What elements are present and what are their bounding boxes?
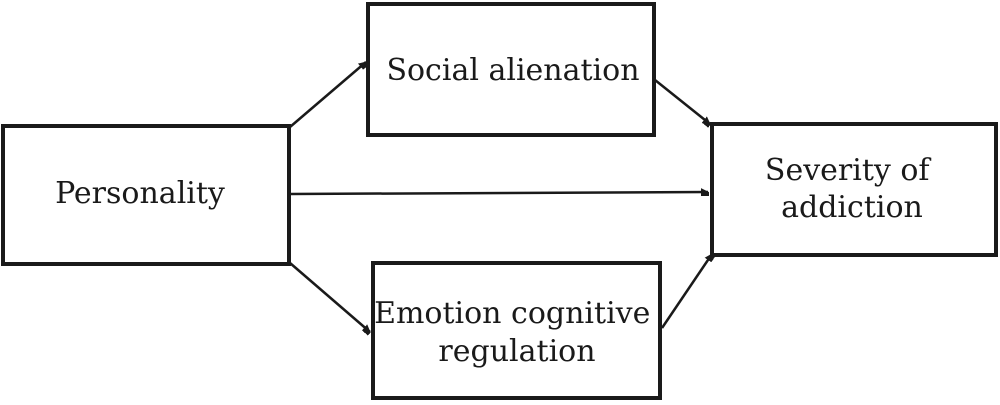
node-severity-label: Severity of addiction	[765, 153, 939, 225]
node-severity-box	[710, 122, 998, 257]
node-severity-label-line-2: addiction	[781, 190, 923, 225]
edge-social-alienation-to-severity	[654, 79, 710, 124]
node-severity-label-line-1: Severity of	[765, 153, 932, 188]
edge-personality-to-severity	[289, 192, 708, 194]
edge-emotion-regulation-to-severity	[660, 254, 712, 329]
node-social-alienation-label: Social alienation	[386, 53, 639, 88]
node-severity: Severity of addiction	[710, 122, 998, 257]
node-personality-label: Personality	[55, 176, 225, 211]
node-social-alienation-box	[366, 2, 656, 137]
edge-personality-to-emotion-regulation	[289, 262, 370, 332]
node-personality: Personality	[1, 124, 291, 266]
node-social-alienation: Social alienation	[366, 2, 656, 137]
edges	[289, 62, 712, 332]
node-emotion-regulation-label: Emotion cognitive regulation	[374, 296, 660, 369]
node-personality-label-line: Personality	[55, 176, 225, 211]
node-emotion-regulation-label-line-2: regulation	[438, 334, 595, 369]
node-social-alienation-label-line: Social alienation	[386, 53, 639, 88]
node-emotion-regulation: Emotion cognitive regulation	[371, 261, 662, 400]
node-personality-box	[1, 124, 291, 266]
node-emotion-regulation-box	[371, 261, 662, 400]
edge-personality-to-social-alienation	[289, 62, 366, 128]
node-emotion-regulation-label-line-1: Emotion cognitive	[374, 296, 650, 331]
